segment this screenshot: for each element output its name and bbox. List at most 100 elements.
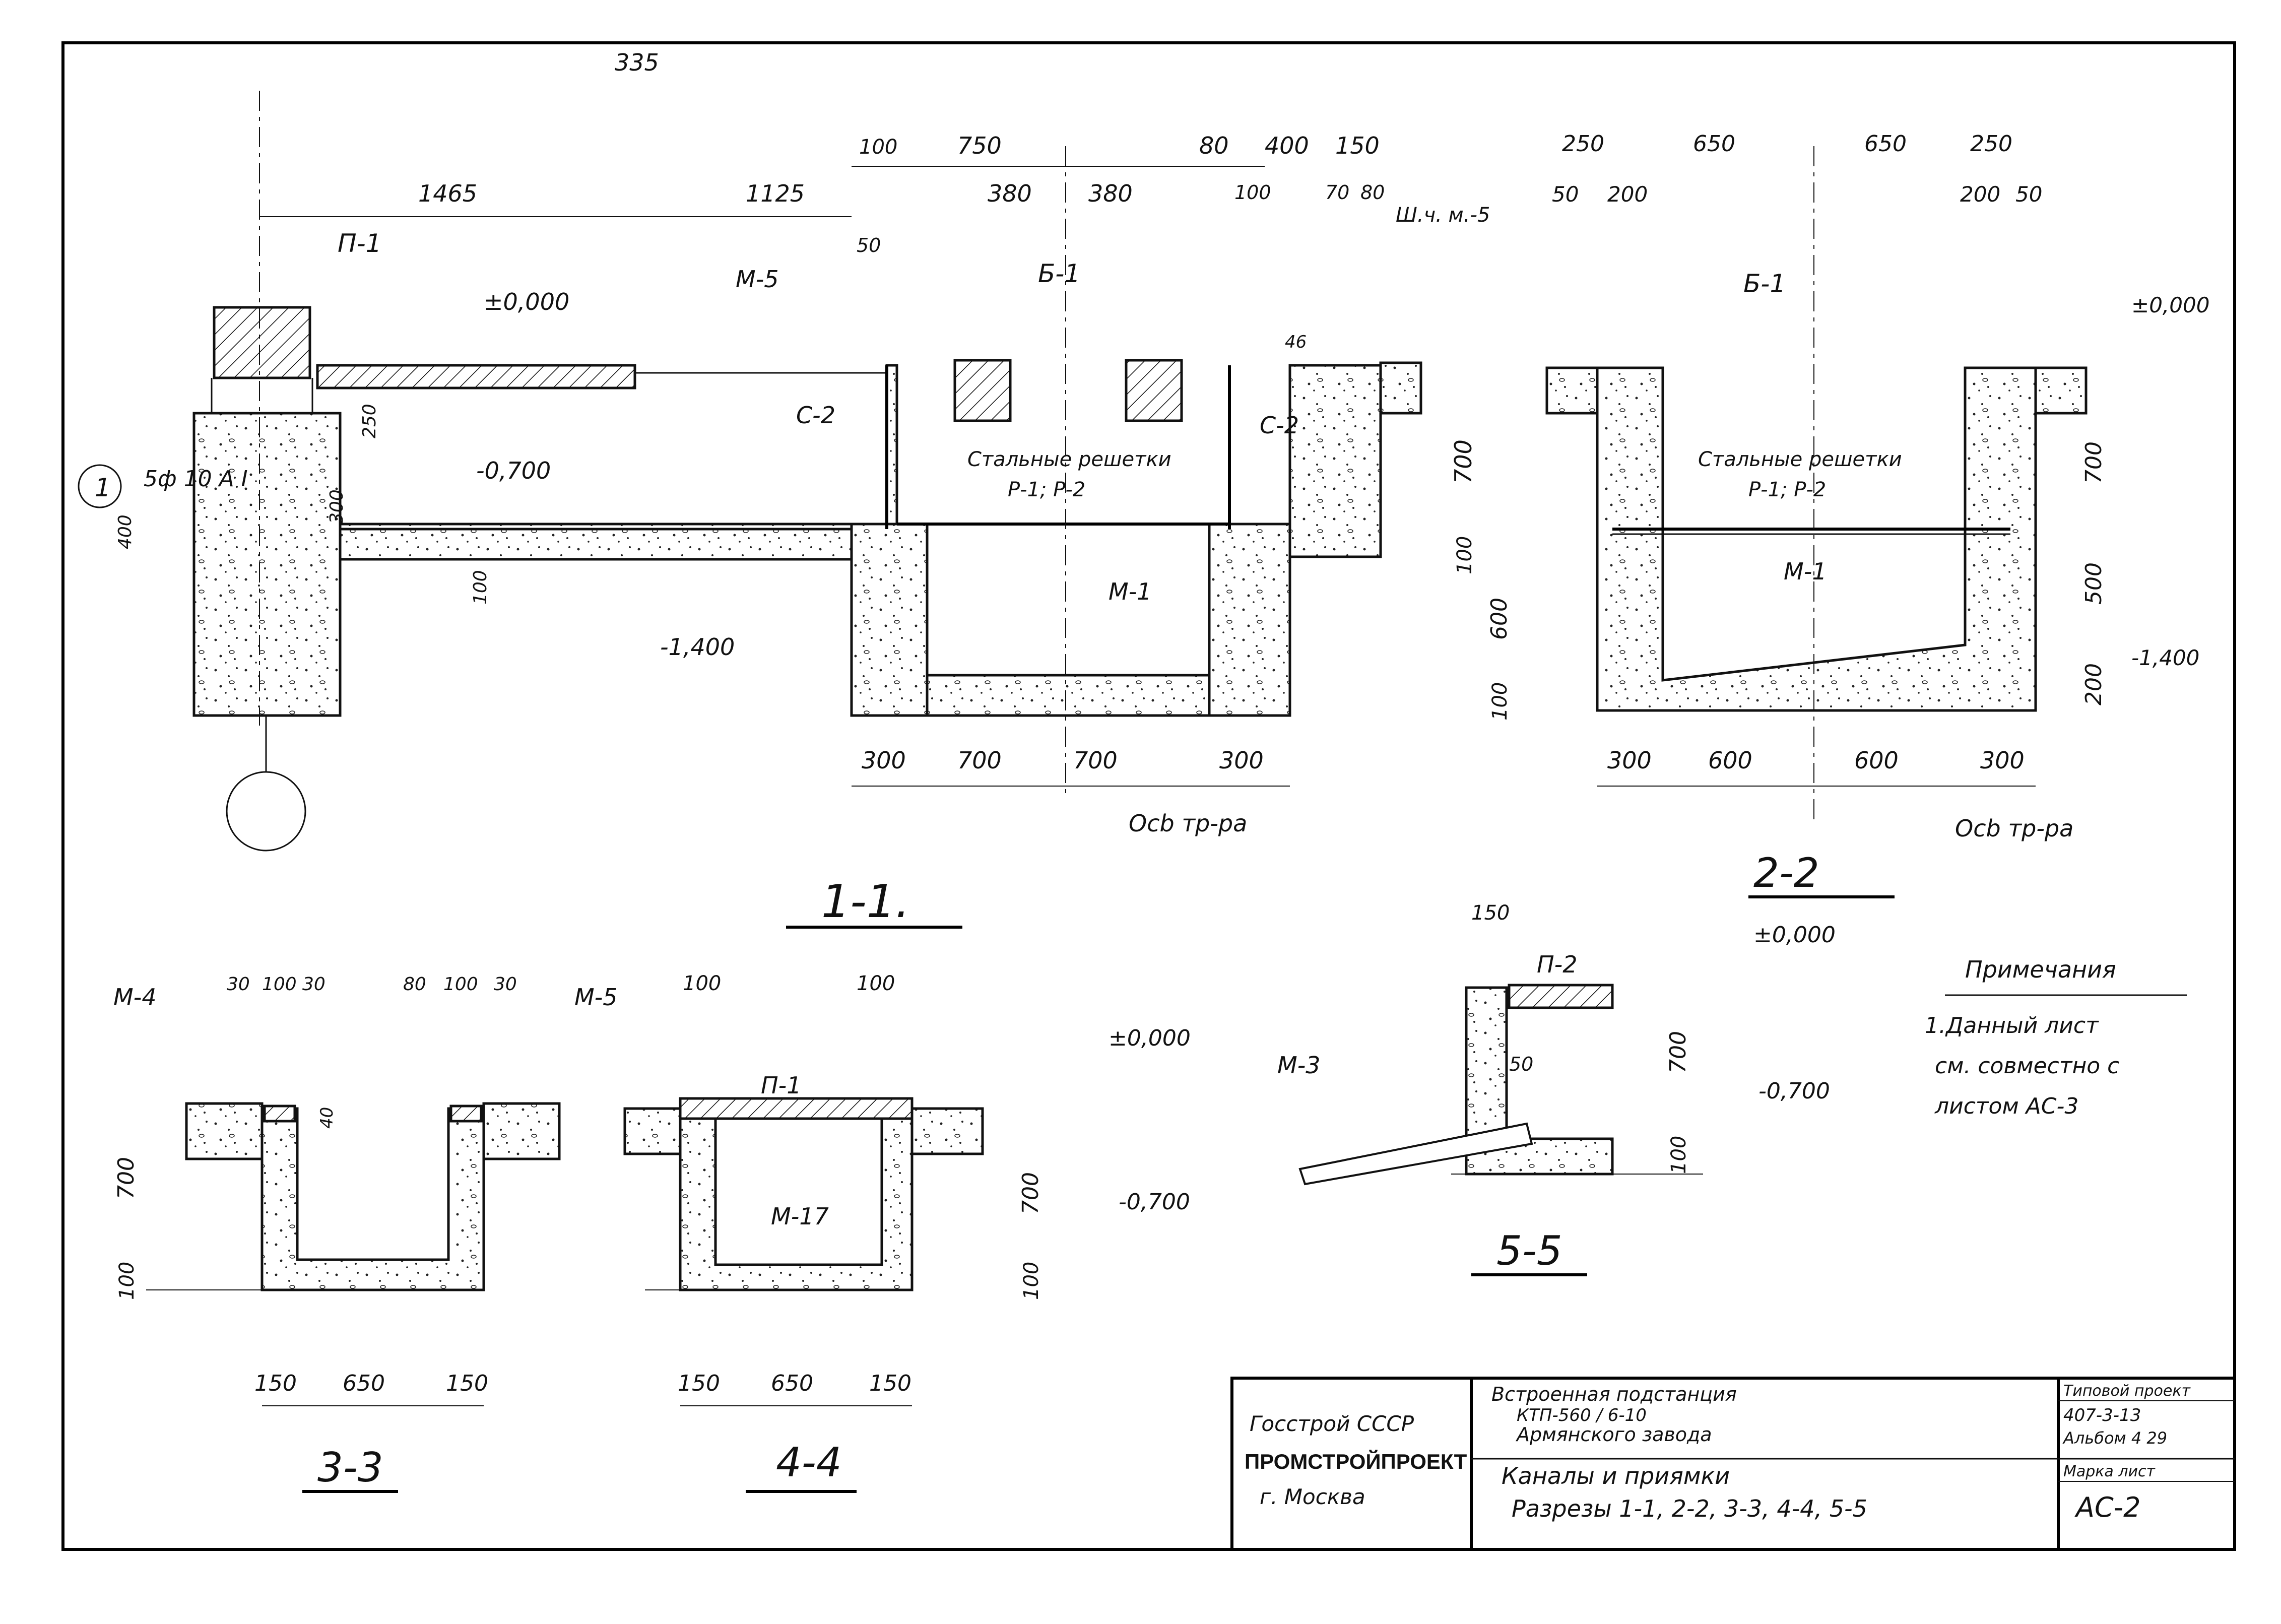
label-level-07: -0,700 [476,457,551,484]
label-level-0: ±0,000 [484,288,569,315]
dim-22-250-b: 250 [1970,131,2012,157]
label-mark-m4-5: Ш.ч. м.-5 [1396,204,1490,227]
dim-750: 750 [957,132,1002,159]
channel-2-2-concrete [1596,366,2037,712]
label-22-level-14: -1,400 [2131,645,2199,670]
tb-org-1: Госстрой СССР [1250,1411,1414,1436]
tb-proj-1: Встроенная подстанция [1491,1383,1737,1405]
label-grates-2: Р-1; Р-2 [1008,478,1085,501]
dim-22-right-200: 200 [2081,663,2107,705]
label-level-14: -1,400 [660,633,735,661]
dim-50: 50 [857,234,881,256]
dim-33-100-a: 100 [262,974,297,995]
section-1-1: 1 335 1465 1125 100 750 80 400 150 380 3… [78,49,1490,929]
label-p1: П-1 [338,229,381,258]
dim-22-bottom-600-a: 600 [1708,747,1752,774]
label-55-p2: П-2 [1537,951,1577,978]
notes-line-2: см. совместно с [1935,1053,2119,1079]
label-55-level-07: -0,700 [1758,1078,1830,1104]
tb-proj-3: Армянского завода [1515,1423,1712,1446]
dim-400: 400 [1265,132,1309,159]
dim-44-bottom-150-a: 150 [678,1371,720,1396]
label-44-level-0: ±0,000 [1109,1025,1191,1051]
slab-4-4-p1 [679,1097,914,1120]
title-block: Госстрой СССР ПРОМСТРОЙПРОЕКТ г. Москва … [1230,1377,2236,1551]
dim-33-30-c: 30 [494,974,517,995]
dim-80: 80 [1199,132,1229,159]
left-foundation [192,412,342,717]
sheet-frame [61,41,2236,1551]
dim-1465: 1465 [418,180,477,207]
dim-22-left-100: 100 [1488,682,1512,721]
dim-44-100-a: 100 [683,972,721,995]
section-2-2-title: 2-2 [1753,850,1819,896]
section-2-2: 250 650 650 250 50 200 200 50 Б-1 ±0,000… [1486,131,2209,898]
dim-55-700: 700 [1665,1031,1691,1073]
dim-150: 150 [1335,132,1380,159]
dim-bottom-700-b: 700 [1073,747,1118,774]
dim-44-100: 100 [1020,1262,1043,1300]
label-c2-right: С-2 [1260,412,1299,439]
dim-22-50-b: 50 [2015,182,2042,207]
dim-bottom-700-a: 700 [957,747,1002,774]
beam-b1-left [953,359,1012,422]
dim-v-100-b: 100 [1453,536,1476,574]
label-axis-tr: Осb тр-ра [1129,810,1247,837]
notes-block: Примечания 1.Данный лист см. совместно с… [1925,956,2187,1119]
dim-22-50-a: 50 [1552,182,1579,207]
dim-bottom-300-a: 300 [862,747,906,774]
dim-380-a: 380 [988,180,1032,207]
tb-mark-val: АС-2 [2074,1491,2141,1523]
label-22-m1: М-1 [1784,558,1827,585]
tb-album: Альбом 4 29 [2062,1428,2167,1448]
dim-v-250: 250 [359,404,380,438]
dim-33-700: 700 [113,1157,139,1199]
section-5-5-title: 5-5 [1496,1227,1562,1274]
section-5-5: 150 П-2 ±0,000 -0,700 М-3 50 700 100 5-5 [1277,901,1836,1276]
dim-22-200-a: 200 [1607,182,1648,207]
dim-70: 70 [1325,181,1349,204]
beam-b1-right [1125,359,1183,422]
dim-33-30-b: 30 [302,974,325,995]
dim-22-650-b: 650 [1864,131,1907,157]
notes-line-3: листом АС-3 [1934,1093,2078,1119]
dim-55-50: 50 [1509,1053,1533,1075]
tb-mark-label: Марка лист [2063,1463,2156,1480]
dim-55-150: 150 [1471,901,1510,925]
dim-100-b: 100 [1234,181,1271,204]
label-22-level-0: ±0,000 [2131,293,2209,317]
dim-22-200-b: 200 [1960,182,2000,207]
dim-v-400: 400 [115,514,136,549]
section-4-4: П-1 М-17 100 100 ±0,000 -0,700 700 100 1… [623,972,1191,1493]
channel-3-3-concrete [260,1107,485,1291]
dim-33-100-b: 100 [443,974,478,995]
label-grates-1: Стальные решетки [967,448,1171,471]
tb-sheet-1: Каналы и приямки [1502,1462,1730,1489]
label-rebar: 5ф 10 А I [144,466,248,492]
axis-1-label: 1 [95,473,111,502]
label-33-m4: М-4 [113,984,157,1011]
dim-33-bottom-650: 650 [343,1371,385,1396]
label-m5: М-5 [736,266,779,293]
label-b1: Б-1 [1038,259,1080,288]
label-22-grates-1: Стальные решетки [1698,448,1902,471]
dim-80-b: 80 [1360,181,1385,204]
label-55-level-0: ±0,000 [1753,922,1836,948]
left-column-top [213,306,311,379]
dim-44-bottom-150-b: 150 [869,1371,911,1396]
section-4-4-title: 4-4 [776,1439,842,1486]
dim-33-80: 80 [403,974,426,995]
label-m1: М-1 [1109,578,1152,605]
section-3-3-title: 3-3 [317,1444,383,1491]
label-44-m17: М-17 [771,1203,829,1230]
dim-v-100: 100 [470,570,491,605]
dim-22-650-a: 650 [1693,131,1735,157]
dim-380-b: 380 [1088,180,1133,207]
dim-1125: 1125 [746,180,805,207]
label-46: 46 [1285,332,1307,352]
dim-44-100-b: 100 [857,972,895,995]
label-22-b1: Б-1 [1743,269,1786,298]
tb-typ-num: 407-3-13 [2063,1405,2141,1425]
section-3-3: М-4 М-5 30 100 30 80 100 30 40 700 100 1… [113,974,618,1493]
dim-22-right-500: 500 [2081,562,2107,605]
